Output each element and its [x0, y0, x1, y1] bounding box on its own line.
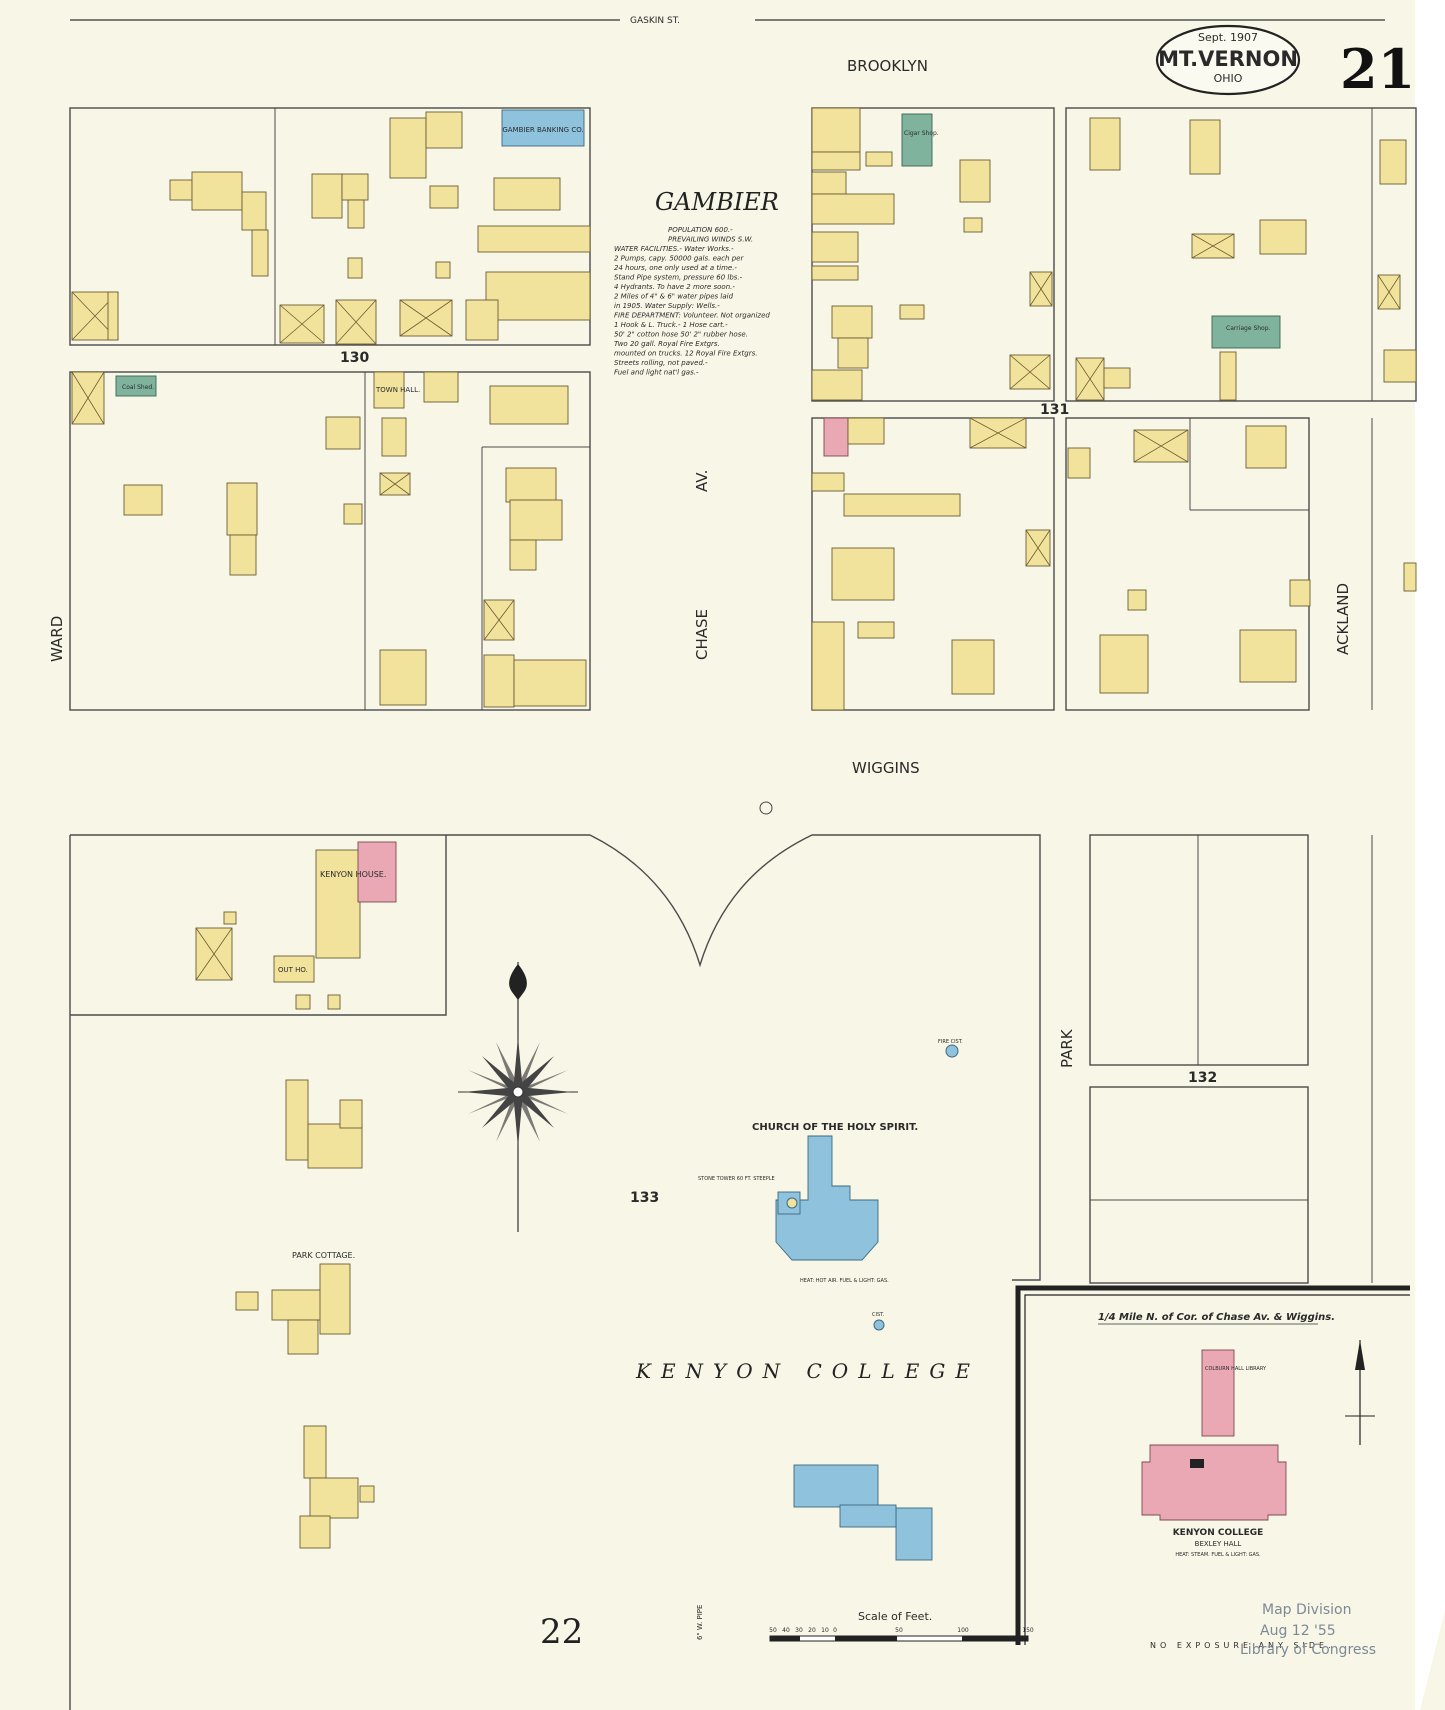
church-note-1: STONE TOWER 60 FT. STEEPLE: [698, 1176, 775, 1182]
exposure-note: NO EXPOSURE ANY SIDE.: [1150, 1641, 1335, 1650]
block-outlines: [69, 107, 1417, 1710]
map-date: Sept. 1907: [1198, 31, 1258, 44]
street-ward: WARD: [48, 616, 66, 662]
town-note-line: 24 hours, one only used at a time.-: [614, 264, 737, 272]
fire-cistern-1: [759, 801, 773, 815]
town-name: GAMBIER: [655, 188, 779, 216]
title-cartouche: Sept. 1907 MT.VERNON OHIO: [1155, 24, 1301, 96]
park-cottage-label: PARK COTTAGE.: [292, 1251, 355, 1260]
cistern-1: [873, 1319, 885, 1331]
inset-title: 1/4 Mile N. of Cor. of Chase Av. & Wiggi…: [1098, 1312, 1335, 1323]
fire-cist-label: FIRE CIST.: [938, 1039, 963, 1045]
street-chase-av: AV.: [693, 470, 711, 492]
street-brooklyn: BROOKLYN: [847, 57, 928, 75]
carriage-shop-label: Carriage Shop.: [1226, 325, 1271, 332]
out-ho-label: OUT HO.: [278, 966, 308, 974]
town-note-line: mounted on trucks. 12 Royal Fire Extgrs.: [614, 350, 757, 358]
town-note-line: POPULATION 600.-: [668, 226, 733, 234]
scale-tick-label: 50: [895, 1627, 903, 1634]
inset-kenyon-college: 1/4 Mile N. of Cor. of Chase Av. & Wiggi…: [1098, 1312, 1375, 1558]
town-note-line: 2 Miles of 4" & 6" water pipes laid: [614, 293, 734, 301]
cigar-shop-label: Cigar Shop.: [904, 130, 939, 137]
cigar-shop: [901, 113, 933, 167]
scale-tick-label: 100: [957, 1627, 969, 1634]
church-label: CHURCH OF THE HOLY SPIRIT.: [752, 1122, 918, 1133]
state-name: OHIO: [1214, 72, 1243, 85]
library-stamp: Map Division Aug 12 '55 Library of Congr…: [1240, 1602, 1376, 1658]
block-130: 130: [340, 350, 369, 366]
town-description: GAMBIER POPULATION 600.- PREVAILING WINDS…: [614, 188, 779, 377]
stamp-line-3: Library of Congress: [1240, 1642, 1376, 1658]
scale-tick-label: 0: [833, 1627, 837, 1634]
torn-edge: [1415, 0, 1445, 1710]
inset-college-label: KENYON COLLEGE: [1173, 1528, 1264, 1538]
block-131: 131: [1040, 402, 1069, 418]
stamp-line-1: Map Division: [1262, 1602, 1351, 1618]
scale-tick-label: 150: [1022, 1627, 1034, 1634]
street-wiggins: WIGGINS: [852, 759, 920, 777]
gambier-banking-co-building: [501, 109, 585, 147]
block-133: 133: [630, 1190, 659, 1206]
block-132: 132: [1188, 1070, 1217, 1086]
scale-tick-label: 50: [769, 1627, 777, 1634]
town-note-line: 50' 2" cotton hose 50' 2" rubber hose.: [614, 331, 748, 339]
church-of-the-holy-spirit: CHURCH OF THE HOLY SPIRIT. STONE TOWER 6…: [698, 1122, 918, 1284]
street-ackland: ACKLAND: [1334, 583, 1352, 655]
buildings-block-131: Cigar Shop. Carriage Shop.: [811, 107, 1417, 711]
street-park: PARK: [1058, 1028, 1076, 1068]
coal-shed-label: Coal Shed.: [122, 384, 154, 391]
scale-tick-label: 30: [795, 1627, 803, 1634]
library-label: COLBURN HALL LIBRARY: [1205, 1366, 1267, 1372]
cist-label: CIST.: [872, 1312, 885, 1318]
town-note-line: 4 Hydrants. To have 2 more soon.-: [614, 283, 735, 291]
inset-heat-label: HEAT: STEAM. FUEL & LIGHT: GAS.: [1175, 1552, 1261, 1558]
bexley-hall-label: BEXLEY HALL: [1195, 1540, 1242, 1548]
town-note-line: 1 Hook & L. Truck.- 1 Hose cart.-: [614, 321, 728, 329]
colburn-hall-library: [1201, 1349, 1235, 1437]
town-note-line: FIRE DEPARTMENT: Volunteer. Not organize…: [614, 312, 770, 320]
inset-border: [1015, 1285, 1410, 1645]
scale-tick-label: 20: [808, 1627, 816, 1634]
kenyon-college-label: KENYON COLLEGE: [635, 1359, 980, 1383]
scale-label: Scale of Feet.: [858, 1610, 932, 1623]
stamp-line-2: Aug 12 '55: [1260, 1623, 1336, 1639]
street-chase: CHASE: [693, 609, 711, 660]
kenyon-house: [357, 841, 397, 903]
sheet-number: 21: [1340, 37, 1415, 101]
bexley-hall: [1141, 1444, 1287, 1521]
scale-tick-label: 10: [821, 1627, 829, 1634]
scale-tick-label: 40: [782, 1627, 790, 1634]
pipe-label: 6" W. PIPE: [696, 1605, 704, 1640]
compass-rose: [458, 962, 578, 1232]
church-note-2: HEAT: HOT AIR. FUEL & LIGHT: GAS.: [800, 1278, 889, 1284]
fire-cistern-2: [945, 1044, 959, 1058]
city-name: MT.VERNON: [1158, 47, 1298, 71]
town-note-line: WATER FACILITIES.- Water Works.-: [614, 245, 734, 253]
town-note-line: in 1905. Water Supply: Wells.-: [614, 302, 720, 310]
buildings-block-133: KENYON HOUSE. OUT HO. PARK COTTAGE.: [195, 841, 397, 1549]
kenyon-house-label: KENYON HOUSE.: [320, 870, 386, 879]
adjoining-sheet-number: 22: [540, 1612, 583, 1652]
town-note-line: Streets rolling, not paved.-: [614, 359, 708, 367]
gambier-bank-label: GAMBIER BANKING CO.: [502, 126, 583, 134]
town-hall-label: TOWN HALL.: [375, 386, 420, 394]
town-note-line: Two 20 gall. Royal Fire Extgrs.: [614, 340, 720, 348]
carriage-shop: [1211, 315, 1281, 349]
town-note-line: Stand Pipe system, pressure 60 lbs.-: [614, 274, 743, 282]
town-note-line: Fuel and light nat'l gas.-: [614, 369, 699, 377]
gaskin-street-label: GASKIN ST.: [630, 16, 680, 26]
college-building-stone: [793, 1464, 879, 1508]
town-note-line: 2 Pumps, capy. 50000 gals. each per: [614, 255, 744, 263]
town-note-line: PREVAILING WINDS S.W.: [668, 236, 753, 244]
buildings-block-130: GAMBIER BANKING CO. Coal Shed.: [71, 109, 591, 708]
